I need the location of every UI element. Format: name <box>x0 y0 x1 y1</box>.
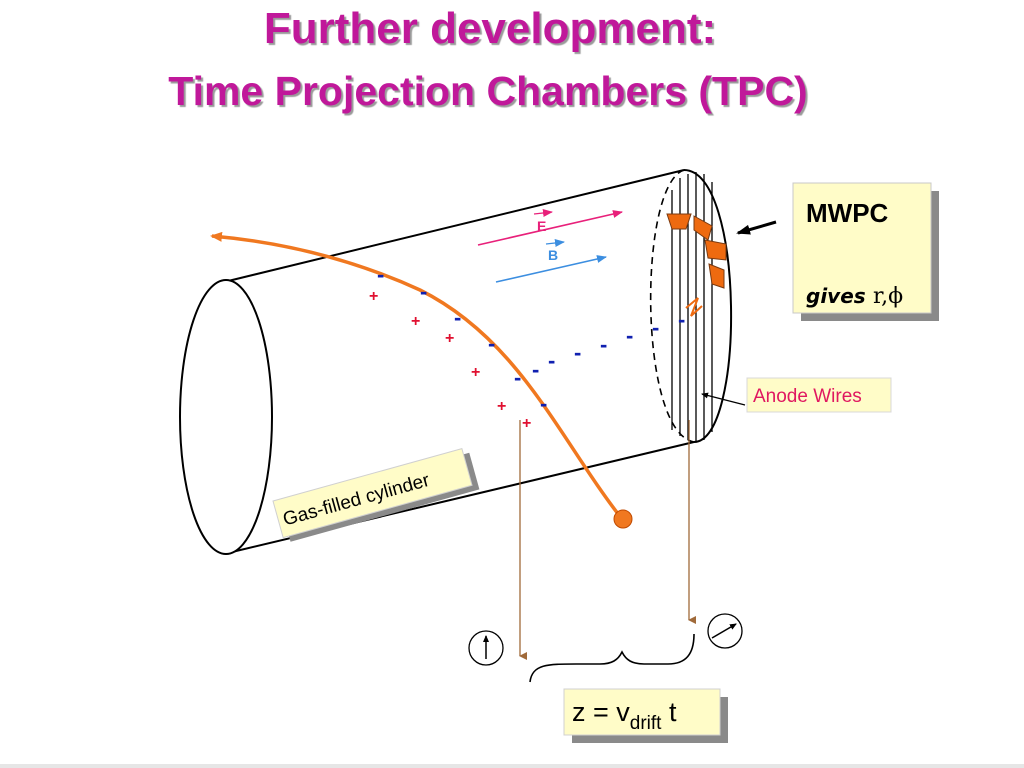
clock-start-icon <box>468 630 504 666</box>
anode-wires-box: Anode Wires <box>746 377 892 413</box>
pad <box>704 239 727 261</box>
e-vector-mark <box>533 209 553 217</box>
electron: - <box>548 348 555 373</box>
cathode-pads <box>666 213 727 289</box>
track-origin-point <box>613 509 633 529</box>
ion: + <box>369 288 378 305</box>
electron: - <box>454 305 461 330</box>
anode-wires-label: Anode Wires <box>753 386 862 407</box>
slide-title-line1: Further development: <box>263 4 717 53</box>
electron: - <box>600 332 607 357</box>
formula-t: t <box>661 697 677 727</box>
electron: - <box>532 357 539 382</box>
pad <box>693 215 713 241</box>
clock-end-icon <box>707 613 743 649</box>
electron: - <box>514 365 521 390</box>
b-field-label: B <box>548 247 558 263</box>
electron: - <box>652 315 659 340</box>
electron: - <box>420 279 427 304</box>
pad <box>666 213 692 230</box>
ion: + <box>522 415 531 432</box>
drift-formula-box: z = vdrift t <box>563 688 728 743</box>
electron: - <box>626 323 633 348</box>
slide-footer-rule <box>0 764 1024 768</box>
mwpc-box: MWPC gives r,ϕ <box>792 182 939 321</box>
electron: - <box>574 340 581 365</box>
pad <box>708 263 725 289</box>
b-field-arrow <box>495 255 607 283</box>
electron: - <box>488 331 495 356</box>
formula-z: z = v <box>572 697 630 727</box>
particle-track <box>210 231 624 521</box>
signal-spark-icon <box>685 297 703 317</box>
ion: + <box>471 364 480 381</box>
slide-title-line2: Time Projection Chambers (TPC) <box>168 68 808 114</box>
ion: + <box>411 313 420 330</box>
ion: + <box>445 330 454 347</box>
formula-subscript: drift <box>630 713 662 734</box>
drift-formula: z = vdrift t <box>572 697 677 734</box>
mwpc-gives: gives <box>806 284 866 308</box>
electron: - <box>540 391 547 416</box>
ion: + <box>497 398 506 415</box>
electron: - <box>678 307 685 332</box>
gas-cylinder-box: Gas-filled cylinder <box>272 448 480 542</box>
gas-cylinder <box>179 169 732 555</box>
e-field-label: E <box>537 218 546 234</box>
mwpc-title: MWPC <box>806 198 889 228</box>
anode-wires-arrow <box>701 392 746 406</box>
cylinder-front-end <box>179 279 273 555</box>
time-brace <box>529 633 695 683</box>
b-vector-mark <box>545 239 565 247</box>
electron: - <box>377 262 384 287</box>
e-field-arrow <box>477 210 623 246</box>
mwpc-arrow <box>736 220 777 235</box>
mwpc-coords: r,ϕ <box>873 284 903 309</box>
